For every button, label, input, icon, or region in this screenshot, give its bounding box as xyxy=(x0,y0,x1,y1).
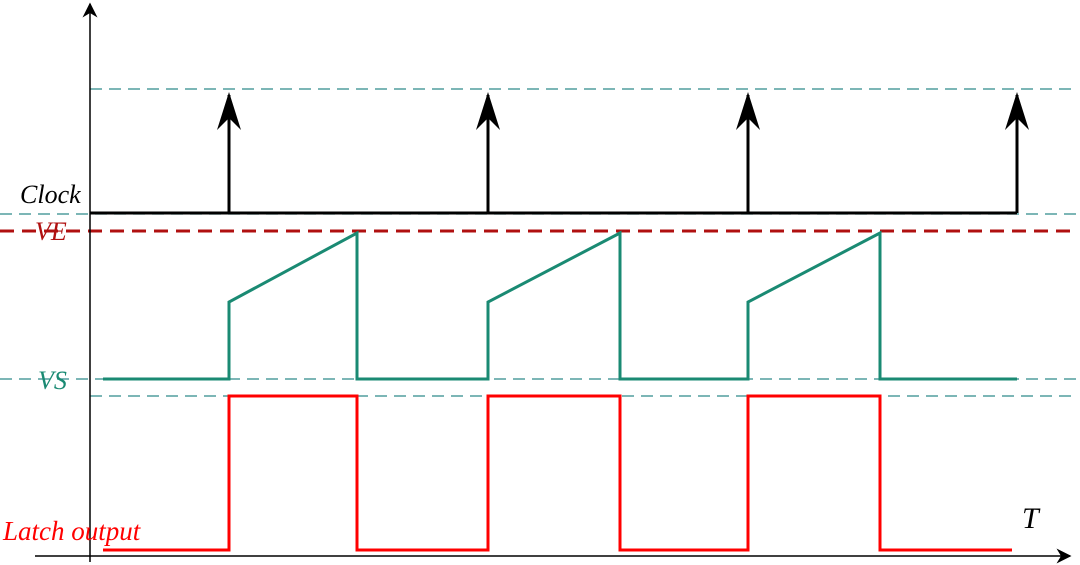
vs-label: VS xyxy=(38,366,67,395)
clock-pulse-arrowhead xyxy=(1005,92,1029,130)
clock-label: Clock xyxy=(20,180,81,209)
clock-pulse-arrowhead xyxy=(736,92,760,130)
clock-pulse-arrowhead xyxy=(476,92,500,130)
clock-pulses xyxy=(217,92,1029,213)
latch-output-label: Latch output xyxy=(2,516,142,546)
latch-output-waveform xyxy=(103,394,1012,552)
clock-pulse-arrowhead xyxy=(217,92,241,130)
vs-ramp-waveform xyxy=(103,230,1017,381)
ve-label: VE xyxy=(35,217,67,246)
time-axis-label: T xyxy=(1022,502,1041,535)
